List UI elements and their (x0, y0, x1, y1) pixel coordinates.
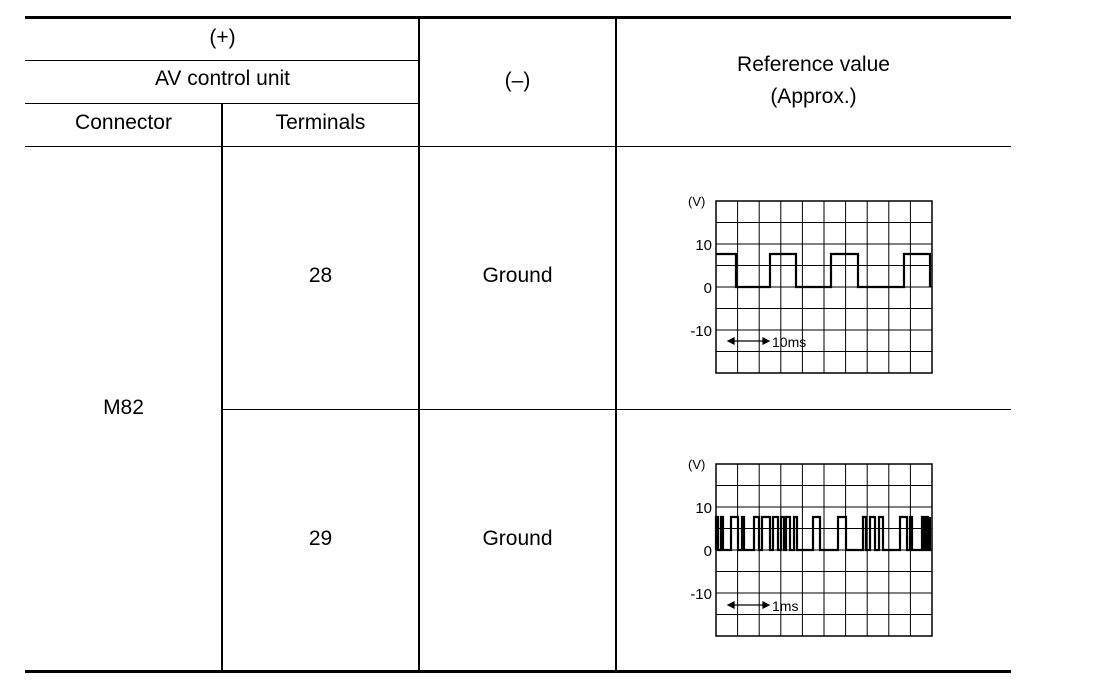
table-bottom-rule (25, 670, 1011, 673)
terminal-28: 28 (308, 264, 333, 287)
scope-tick-0: 0 (704, 543, 712, 560)
header-rule-1 (25, 60, 419, 61)
time-scale-arrow (726, 337, 771, 345)
scope-unit-label: (V) (688, 194, 705, 209)
time-scale-label: 1ms (772, 598, 798, 614)
header-connector: Connector (75, 111, 172, 134)
header-bottom-rule (25, 146, 1011, 147)
waveform-scope-29: (V) 10 0 -10 1ms (688, 457, 933, 637)
col-divider-terminals (221, 103, 223, 671)
pulse-train-trace (714, 515, 932, 552)
header-minus: (–) (504, 69, 531, 92)
header-reference-line2: (Approx.) (770, 85, 857, 108)
ground-row-28: Ground (482, 264, 553, 287)
header-unit: AV control unit (154, 67, 290, 90)
terminal-29: 29 (308, 527, 333, 550)
time-scale-arrow (726, 601, 771, 609)
header-reference-line1: Reference value (737, 53, 890, 76)
waveform-scope-28: (V) 10 0 -10 10ms (688, 194, 933, 374)
table-top-rule (25, 16, 1011, 19)
ground-row-29: Ground (482, 527, 553, 550)
col-divider-minus (418, 16, 420, 671)
scope-tick-10: 10 (695, 500, 712, 517)
col-divider-reference (615, 16, 617, 671)
scope-tick-minus10: -10 (690, 323, 712, 340)
scope-tick-10: 10 (695, 237, 712, 254)
square-wave-trace (716, 252, 932, 289)
connector-value: M82 (103, 396, 144, 419)
scope-unit-label: (V) (688, 457, 705, 472)
time-scale-label: 10ms (772, 334, 806, 350)
header-terminals: Terminals (275, 111, 366, 134)
scope-tick-0: 0 (704, 280, 712, 297)
scope-tick-minus10: -10 (690, 586, 712, 603)
header-plus: (+) (209, 26, 236, 49)
